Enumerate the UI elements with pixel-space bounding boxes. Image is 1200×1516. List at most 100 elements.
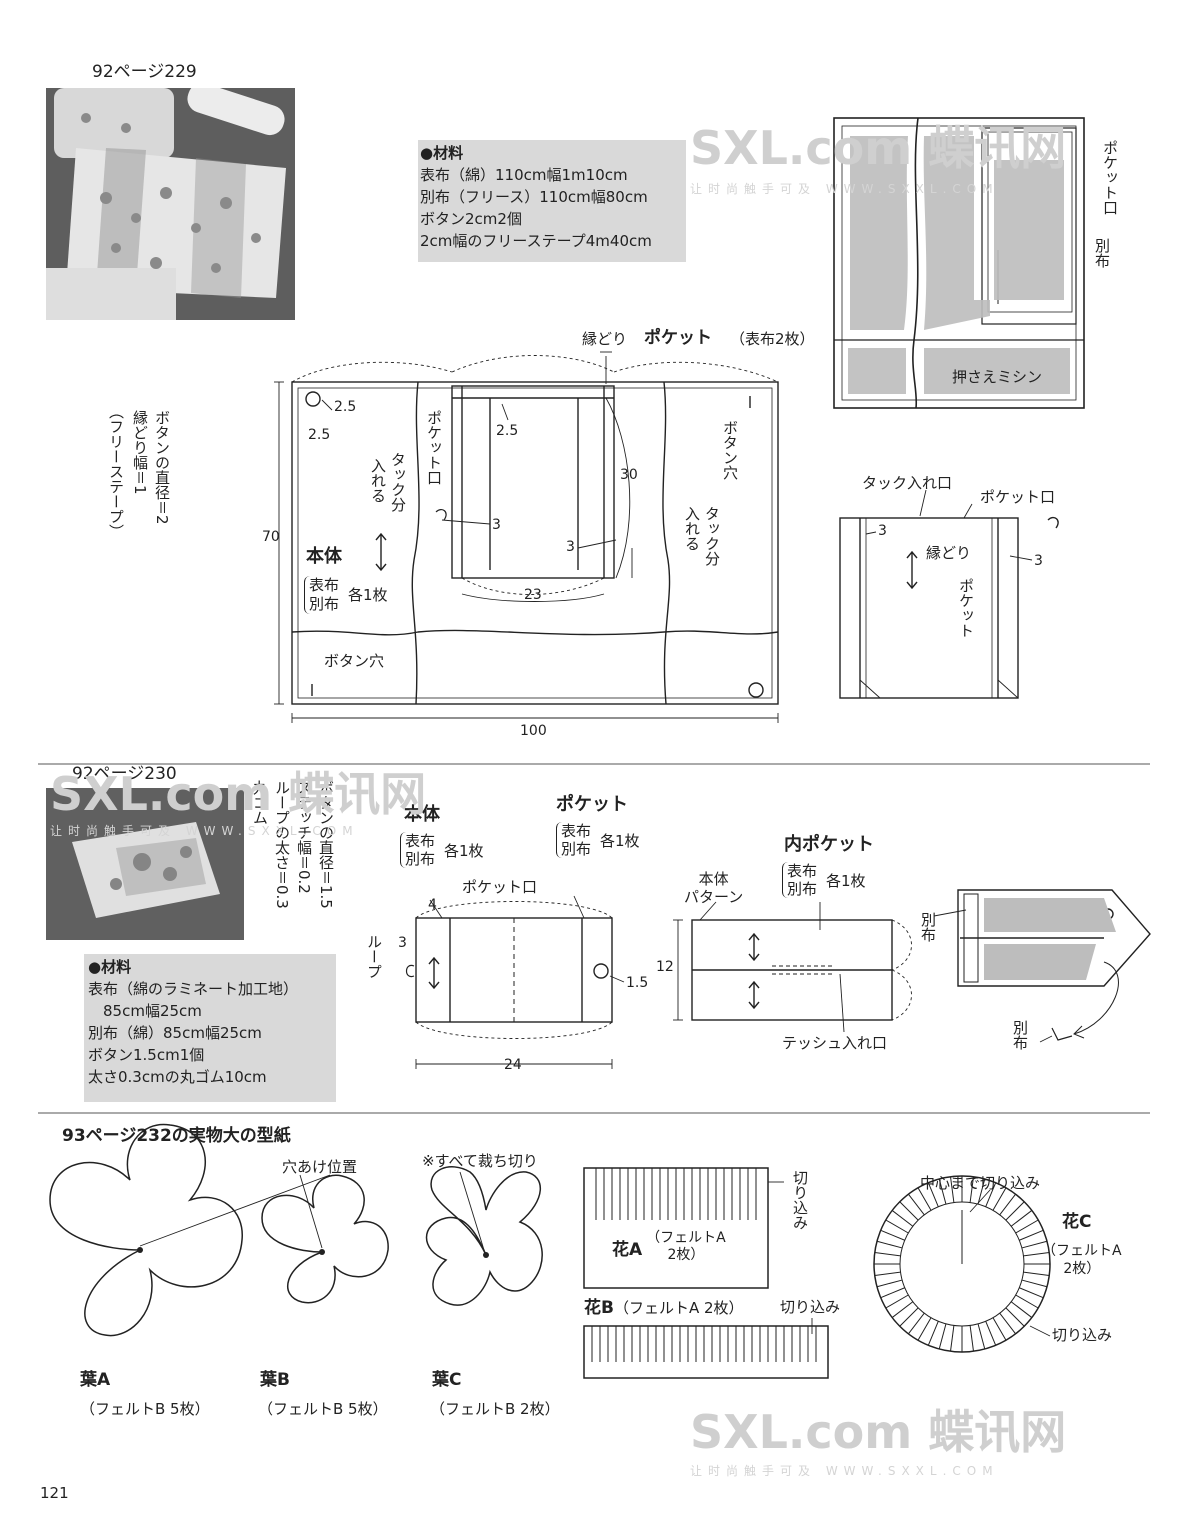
dim-30: 30 <box>620 467 638 483</box>
watermark-logo-mid: SXL.com 蝶讯网 <box>50 767 427 821</box>
cut-line <box>1010 1210 1033 1227</box>
materials-heading: ●材料 <box>420 144 464 162</box>
dim-3-a: 3 <box>492 517 501 533</box>
flower-b-spec-text: （フェルトA 2枚） <box>613 1299 744 1317</box>
cut-line <box>899 1201 919 1221</box>
label-230-pocket-mouth: ポケット口 <box>462 878 538 896</box>
leaf-b-shape <box>261 1174 389 1304</box>
material-line: 表布（綿）110cm幅1m10cm <box>420 166 628 184</box>
label-230-pocket-cloth: 表布 別布 <box>556 822 591 858</box>
label-tuck-mouth: タック入れ口 <box>862 474 953 492</box>
section-230-title: 92ページ230 <box>72 764 177 784</box>
label-230-bessu-a: 別布 <box>919 912 937 942</box>
cut-line <box>927 1321 939 1346</box>
label-tuck-left-2: 入れる <box>369 458 387 503</box>
cut-line <box>1015 1219 1039 1234</box>
cut-line <box>885 1219 909 1234</box>
label-230-loop: ループ <box>365 934 383 979</box>
note-fleece-tape: （フリーステープ） <box>107 404 125 539</box>
note-binding-width: 縁どり幅＝1 <box>131 410 149 495</box>
label-230-body-cloth: 表布 別布 <box>400 832 435 868</box>
dim-right-3-a: 3 <box>878 523 887 539</box>
label-230-pocket: ポケット <box>556 794 628 815</box>
photo-229-illustration <box>46 88 295 320</box>
cut-line <box>1005 1307 1025 1327</box>
watermark-sub-bottom: 让时尚触手可及 WWW.SXXL.COM <box>690 1464 999 1478</box>
label-flower-a-cut: 切り込み <box>791 1170 809 1230</box>
dim-230-1-5: 1.5 <box>626 975 649 991</box>
note-230-button: ボタンの直径＝1.5 <box>317 780 335 909</box>
label-all-cut: ※すべて裁ち切り <box>422 1152 538 1170</box>
label-flower-a-box: 花A （フェルトA 2枚） <box>608 1228 730 1266</box>
label-flower-c: 花C <box>1062 1212 1092 1232</box>
cut-line <box>874 1271 901 1276</box>
cloth-front: 表布 <box>405 832 436 850</box>
material-line: ボタン2cm2個 <box>420 210 522 228</box>
label-leaf-a-spec: （フェルトB 5枚） <box>80 1400 210 1418</box>
material-line: 85cm幅25cm <box>88 1002 202 1020</box>
cut-line <box>985 1321 997 1346</box>
cut-line <box>1010 1301 1033 1318</box>
cut-line <box>1015 1294 1039 1309</box>
label-body-count: 各1枚 <box>348 586 388 604</box>
cut-line <box>992 1317 1007 1341</box>
flower-c-cut-lines <box>874 1176 1050 1352</box>
label-flower-c-center: 中心まで切り込み <box>920 1174 1041 1192</box>
label-right-pocket-mouth: ポケット口 <box>1101 140 1119 215</box>
dim-230-24: 24 <box>504 1057 522 1073</box>
label-leaf-b: 葉B <box>260 1370 290 1390</box>
cut-line <box>874 1252 901 1257</box>
hontai-pattern-line: 本体 <box>698 870 729 888</box>
material-line: 別布（フリース）110cm幅80cm <box>420 188 648 206</box>
materials-heading: ●材料 <box>88 958 132 976</box>
cut-line <box>908 1193 925 1216</box>
flower-a-cut-lines <box>595 1168 757 1220</box>
label-pocket: ポケット <box>644 328 712 348</box>
flower-a-spec-line: （フェルトA <box>646 1230 726 1246</box>
product-photo-229 <box>46 88 295 320</box>
dim-2-5-b: 2.5 <box>308 427 331 443</box>
dim-230-3: 3 <box>398 935 407 951</box>
label-fuchidori: 縁どり <box>582 330 628 348</box>
material-line: ボタン1.5cm1個 <box>88 1046 205 1064</box>
label-tuck-left-1: タック分 <box>389 452 407 512</box>
cut-line <box>950 1325 955 1352</box>
section-232-title: 93ページ232の実物大の型紙 <box>62 1126 291 1146</box>
dim-100: 100 <box>520 723 547 739</box>
cut-line <box>885 1294 909 1309</box>
material-line: 別布（綿）85cm幅25cm <box>88 1024 262 1042</box>
cloth-back: 別布 <box>405 850 436 868</box>
label-flower-a: 花A <box>612 1239 643 1260</box>
label-flower-a-spec: （フェルトA 2枚） <box>646 1230 726 1264</box>
label-pocket-mouth-right: ポケット口 <box>980 488 1056 506</box>
cut-line <box>876 1240 903 1249</box>
label-flower-b: 花B <box>584 1298 614 1318</box>
materials-box-230 <box>84 954 336 1102</box>
material-line: 太さ0.3cmの丸ゴム10cm <box>88 1068 267 1086</box>
cut-line <box>891 1301 914 1318</box>
cut-line <box>969 1325 974 1352</box>
product-photo-230 <box>46 788 244 940</box>
label-right-fuchidori: 縁どり <box>926 544 972 562</box>
watermark-logo-bottom: SXL.com 蝶讯网 <box>690 1405 1067 1459</box>
cut-line <box>999 1193 1016 1216</box>
flower-b-shape <box>583 1325 829 1379</box>
cut-line <box>1019 1287 1044 1299</box>
cut-line <box>891 1210 914 1227</box>
label-flower-c-spec: （フェルトA 2枚） <box>1042 1242 1122 1278</box>
photo-230-illustration <box>46 788 244 940</box>
cloth-back: 別布 <box>561 840 592 858</box>
material-line: 2cm幅のフリーステープ4m40cm <box>420 232 652 250</box>
label-pocket-mouth-v: ポケット口 <box>425 410 443 485</box>
dim-right-3-b: 3 <box>1034 553 1043 569</box>
cut-line <box>999 1312 1016 1335</box>
label-flower-b-cut: 切り込み <box>780 1298 841 1316</box>
label-tuck-right-1: タック分 <box>703 506 721 566</box>
label-body-cloth: 表布 別布 <box>304 576 339 614</box>
hontai-pattern-line: パターン <box>684 888 744 906</box>
label-flower-c-cut: 切り込み <box>1052 1326 1113 1344</box>
label-230-hontai-pattern: 本体 パターン <box>684 870 743 906</box>
label-230-body-count: 各1枚 <box>444 842 484 860</box>
dim-2-5-a: 2.5 <box>334 399 357 415</box>
materials-230: ●材料 表布（綿のラミネート加工地） 85cm幅25cm 別布（綿）85cm幅2… <box>88 956 298 1088</box>
